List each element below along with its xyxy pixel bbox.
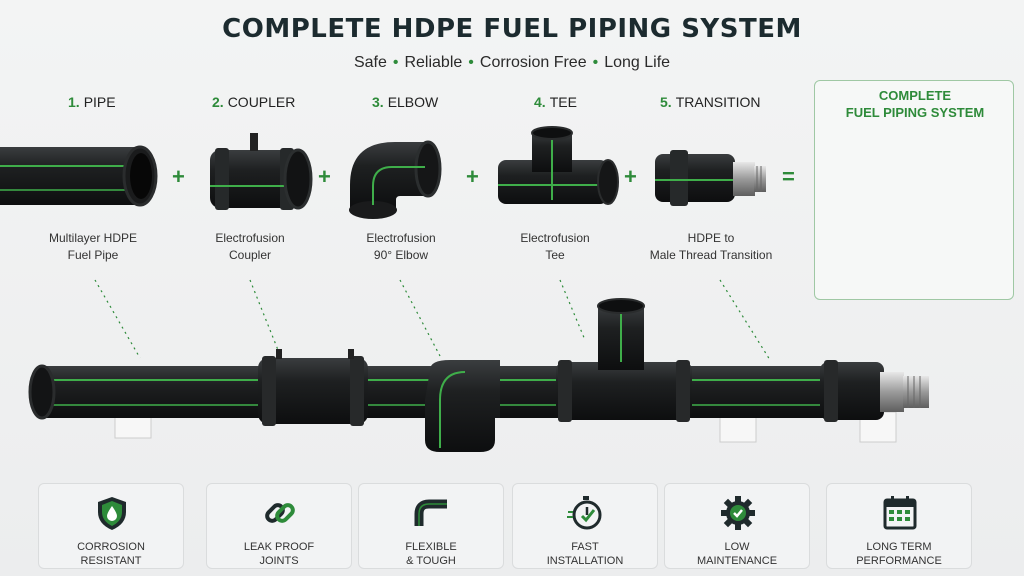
stopwatch-icon bbox=[567, 496, 602, 530]
complete-system-panel: COMPLETE FUEL PIPING SYSTEM bbox=[814, 80, 1014, 300]
bullet-dot: • bbox=[592, 54, 599, 71]
shield-drop-icon bbox=[98, 497, 126, 530]
assembled-pipeline bbox=[28, 298, 929, 452]
component-label-transition: 5.TRANSITION bbox=[660, 94, 761, 110]
pipe-image bbox=[0, 145, 158, 207]
system-title: COMPLETE FUEL PIPING SYSTEM bbox=[845, 88, 985, 120]
chain-link-icon bbox=[265, 503, 295, 523]
page-subtitle: Safe • Reliable • Corrosion Free • Long Life bbox=[0, 54, 1024, 72]
subtitle-long-life: Long Life bbox=[604, 54, 671, 71]
bent-pipe-icon bbox=[414, 499, 447, 526]
subtitle-corrosion-free: Corrosion Free bbox=[479, 54, 587, 71]
transition-image bbox=[655, 150, 766, 206]
bullet-dot: • bbox=[392, 54, 399, 71]
subtitle-reliable: Reliable bbox=[404, 54, 463, 71]
gear-check-icon bbox=[721, 496, 755, 530]
equals-sign: = bbox=[782, 164, 795, 189]
component-label-tee: 4.TEE bbox=[534, 94, 577, 110]
plus-sign: + bbox=[172, 164, 185, 189]
coupler-image bbox=[210, 133, 313, 210]
plus-sign: + bbox=[466, 164, 479, 189]
page-title: COMPLETE HDPE FUEL PIPING SYSTEM bbox=[222, 14, 802, 44]
bullet-dot: • bbox=[468, 54, 474, 71]
subtitle-safe: Safe bbox=[353, 54, 387, 71]
component-label-coupler: 2.COUPLER bbox=[212, 94, 296, 110]
elbow-image bbox=[349, 140, 442, 219]
plus-sign: + bbox=[318, 164, 331, 189]
plus-sign: + bbox=[624, 164, 637, 189]
component-label-elbow: 3.ELBOW bbox=[372, 94, 439, 110]
component-label-pipe: 1.PIPE bbox=[68, 94, 116, 110]
connector-lines bbox=[94, 279, 771, 361]
feature-flexible-tough: FLEXIBLE& TOUGH bbox=[358, 483, 504, 569]
calendar-check-icon bbox=[883, 496, 917, 530]
tee-image bbox=[498, 126, 619, 205]
